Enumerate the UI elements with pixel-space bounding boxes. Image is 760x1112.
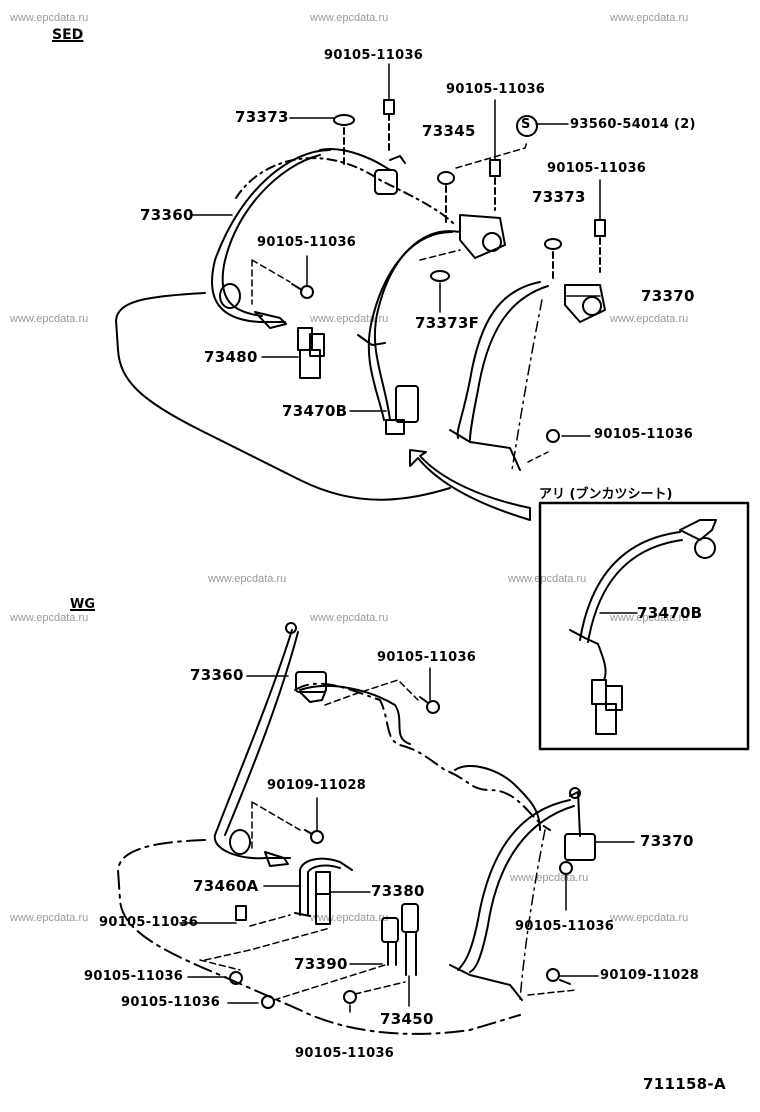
callout-retractor: 73370 (640, 832, 694, 850)
wagon-seat-back (294, 682, 551, 831)
callout-belt: 73470B (637, 604, 703, 622)
callout-bolt: 90105-11036 (257, 235, 357, 250)
wagon-belt-left (213, 629, 293, 860)
inset-arrow (409, 449, 531, 521)
callout-buckle: 73480 (204, 348, 258, 366)
callout-bolt: 90105-11036 (377, 650, 477, 665)
watermark: www.epcdata.ru (510, 872, 589, 884)
sedan-seat-back (235, 157, 456, 226)
callout-bolt: 90105-11036 (99, 915, 199, 930)
callout-bolt: 90105-11036 (594, 427, 694, 442)
watermark: www.epcdata.ru (508, 573, 587, 585)
callout-clip: 73373 (532, 188, 586, 206)
diagram-id: 711158-A (643, 1075, 726, 1093)
callout-bolt: 90105-11036 (84, 969, 184, 984)
callout-bolt: 90105-11036 (324, 48, 424, 63)
callout-buckle-strap: 73460A (193, 877, 259, 895)
callout-belt: 73470B (282, 402, 348, 420)
watermark: www.epcdata.ru (610, 313, 689, 325)
watermark: www.epcdata.ru (10, 612, 89, 624)
callout-retractor: 73370 (641, 287, 695, 305)
callout-clip: 73373 (235, 108, 289, 126)
wagon-seat-cushion (117, 839, 521, 1035)
screw-symbol-circle (516, 115, 538, 137)
callout-clip: 73345 (422, 122, 476, 140)
sedan-belt-left (211, 149, 331, 323)
screw-symbol: S (521, 117, 531, 132)
watermark: www.epcdata.ru (208, 573, 287, 585)
watermark: www.epcdata.ru (610, 612, 689, 624)
inset-title: アリ (ブンカツシート) (539, 487, 673, 502)
section-title-sedan: SED (52, 27, 84, 43)
callout-clip: 73373F (415, 314, 480, 332)
callout-screw: 93560-54014 (2) (570, 117, 696, 132)
callout-bolt: 90109-11028 (267, 778, 367, 793)
callout-buckle: 73450 (380, 1010, 434, 1028)
callout-buckle: 73390 (294, 955, 348, 973)
callout-bolt: 90105-11036 (295, 1046, 395, 1061)
callout-bolt: 90105-11036 (547, 161, 647, 176)
callout-bolt: 90105-11036 (515, 919, 615, 934)
watermark: www.epcdata.ru (10, 313, 89, 325)
watermark: www.epcdata.ru (10, 912, 89, 924)
callout-bolt: 90109-11028 (600, 968, 700, 983)
inset-frame (538, 501, 750, 751)
watermark: www.epcdata.ru (310, 612, 389, 624)
callout-belt: 73360 (190, 666, 244, 684)
callout-buckle: 73380 (371, 882, 425, 900)
sedan-seat-outline (115, 292, 451, 501)
watermark: www.epcdata.ru (310, 12, 389, 24)
callout-belt: 73360 (140, 206, 194, 224)
callout-bolt: 90105-11036 (446, 82, 546, 97)
sedan-belt-right (456, 281, 541, 439)
watermark: www.epcdata.ru (10, 12, 89, 24)
watermark: www.epcdata.ru (610, 12, 689, 24)
section-title-wagon: WG (70, 597, 96, 612)
watermark: www.epcdata.ru (610, 912, 689, 924)
callout-bolt: 90105-11036 (121, 995, 221, 1010)
wagon-belt-right (457, 799, 571, 971)
watermark: www.epcdata.ru (310, 313, 389, 325)
